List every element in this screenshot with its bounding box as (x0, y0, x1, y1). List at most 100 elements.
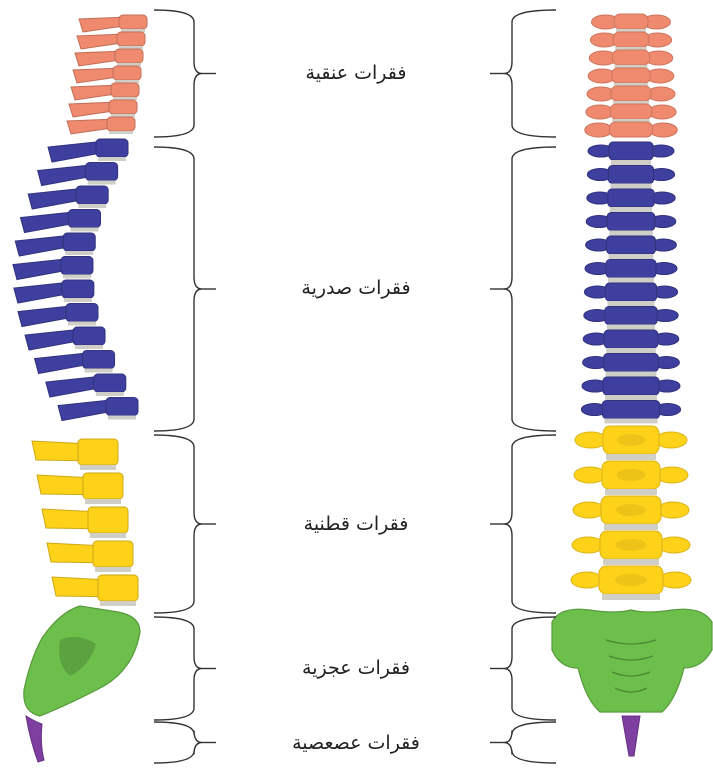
thoracic-vertebra (587, 189, 675, 207)
thoracic-body (605, 307, 657, 325)
lumbar-shading (617, 434, 645, 446)
cervical-body (613, 50, 650, 65)
cervical-side-body (107, 117, 135, 131)
lumbar-vertebra (571, 566, 691, 594)
intervertebral-disc (606, 454, 656, 460)
thoracic-side-process (18, 307, 66, 327)
bracket-left-cervical (154, 10, 202, 137)
thoracic-vertebra (581, 401, 680, 419)
lumbar-side-process (52, 577, 98, 597)
cervical-process-right (648, 105, 676, 119)
intervertebral-disc (604, 524, 658, 530)
cervical-side-process (69, 102, 109, 117)
cervical-vertebra (589, 50, 673, 65)
intervertebral-disc (100, 601, 136, 606)
lumbar-process-right (657, 502, 689, 518)
intervertebral-disc (605, 489, 657, 495)
thoracic-body (604, 354, 659, 372)
thoracic-body (607, 236, 656, 254)
cervical-vertebra (585, 122, 678, 137)
intervertebral-disc (70, 228, 98, 232)
spine-front-view (552, 14, 712, 756)
thoracic-side-body (61, 257, 93, 275)
thoracic-body (603, 377, 659, 395)
lumbar-process-left (575, 432, 607, 448)
cervical-process-left (585, 123, 613, 137)
thoracic-side-process (14, 283, 62, 303)
cervical-process-right (649, 123, 677, 137)
lumbar-side (37, 473, 123, 499)
lumbar-shading (616, 539, 647, 551)
thoracic-body (605, 283, 656, 301)
intervertebral-disc (603, 559, 659, 565)
thoracic-vertebra (583, 330, 679, 348)
cervical-side-process (67, 119, 107, 134)
intervertebral-disc (85, 369, 113, 373)
coccyx-side (26, 716, 44, 762)
bracket-right-cervical (504, 10, 556, 137)
intervertebral-disc (64, 298, 92, 302)
bracket-left-coccygeal (154, 722, 202, 763)
intervertebral-disc (609, 231, 653, 236)
bracket-left-lumbar (154, 435, 202, 613)
intervertebral-disc (607, 325, 655, 330)
cervical-body (613, 32, 649, 47)
lumbar-process-left (571, 572, 603, 588)
label-coccygeal: فقرات عصعصية (246, 731, 466, 755)
thoracic-vertebra (584, 307, 678, 325)
thoracic-side-body (62, 280, 94, 298)
lumbar-process-left (573, 502, 605, 518)
lumbar-side-process (32, 441, 78, 461)
bracket-right-lumbar (504, 435, 556, 613)
intervertebral-disc (607, 301, 654, 306)
intervertebral-disc (611, 160, 651, 165)
thoracic-vertebra (586, 213, 676, 231)
thoracic-vertebra (582, 377, 680, 395)
intervertebral-disc (606, 372, 657, 377)
intervertebral-disc (606, 348, 656, 353)
region-brackets (154, 10, 556, 763)
lumbar-side-body (88, 507, 128, 533)
thoracic-side-process (13, 260, 61, 280)
spine-side-view (13, 15, 147, 762)
lumbar-side-body (93, 541, 133, 567)
lumbar-process-right (659, 572, 691, 588)
thoracic-side-body (73, 327, 105, 345)
cervical-side-body (119, 15, 147, 29)
intervertebral-disc (604, 419, 657, 424)
cervical-body (612, 68, 651, 83)
thoracic-side-body (68, 210, 100, 228)
thoracic-vertebra (584, 283, 677, 301)
intervertebral-disc (85, 499, 121, 504)
thoracic-side-body (83, 351, 115, 369)
intervertebral-disc (109, 131, 133, 134)
thoracic-side-process (46, 377, 94, 397)
cervical-vertebra (586, 104, 676, 119)
lumbar-side (32, 439, 118, 465)
lumbar-side-process (47, 543, 93, 563)
cervical-side-process (77, 34, 117, 49)
lumbar-process-left (574, 467, 606, 483)
intervertebral-disc (605, 395, 657, 400)
intervertebral-disc (65, 251, 93, 255)
thoracic-body (608, 189, 654, 207)
thoracic-vertebra (585, 260, 677, 278)
thoracic-side-body (66, 304, 98, 322)
lumbar-vertebra (572, 531, 690, 559)
label-lumbar: فقرات قطنية (246, 512, 466, 536)
thoracic-body (608, 166, 653, 184)
thoracic-side-body (96, 139, 128, 157)
intervertebral-disc (78, 204, 106, 208)
lumbar-process-right (655, 432, 687, 448)
bracket-left-thoracic (154, 147, 202, 431)
thoracic-vertebra (588, 142, 674, 160)
lumbar-side-body (78, 439, 118, 465)
lumbar-shading (617, 469, 646, 481)
thoracic-side-process (20, 213, 68, 233)
lumbar-side-body (83, 473, 123, 499)
cervical-body (614, 14, 648, 29)
thoracic-vertebra (586, 236, 677, 254)
lumbar-side (52, 575, 138, 601)
intervertebral-disc (610, 184, 651, 189)
intervertebral-disc (90, 533, 126, 538)
